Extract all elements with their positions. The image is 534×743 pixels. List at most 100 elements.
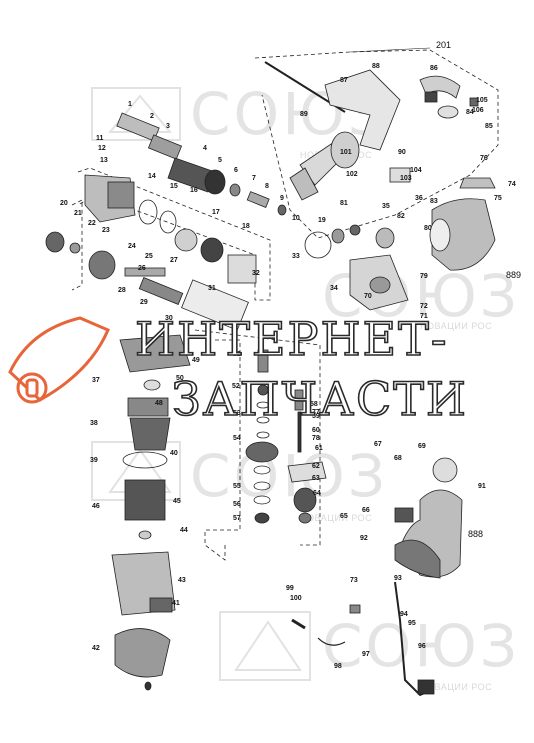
part-label: 65 xyxy=(340,513,348,520)
part-label: 88 xyxy=(372,63,380,70)
part-label: 10 xyxy=(292,215,300,222)
part-label: 39 xyxy=(90,457,98,464)
part-label: 48 xyxy=(155,400,163,407)
part-label: 19 xyxy=(318,217,326,224)
part-label: 50 xyxy=(176,375,184,382)
callout-201: 201 xyxy=(436,40,451,50)
part-label: 59 xyxy=(312,413,320,420)
part-label: 1 xyxy=(128,101,132,108)
part-label: 26 xyxy=(138,265,146,272)
part-label: 27 xyxy=(170,257,178,264)
part-label: 99 xyxy=(286,585,294,592)
part-label: 102 xyxy=(346,171,358,178)
part-label: 56 xyxy=(233,501,241,508)
part-label: 91 xyxy=(478,483,486,490)
part-label: 21 xyxy=(74,210,82,217)
part-label: 9 xyxy=(280,195,284,202)
rear-handle-888 xyxy=(291,457,463,697)
part-label: 45 xyxy=(173,498,181,505)
part-label: 79 xyxy=(420,273,428,280)
part-label: 17 xyxy=(212,209,220,216)
part-label: 81 xyxy=(340,200,348,207)
callout-889: 889 xyxy=(506,270,521,280)
part-label: 14 xyxy=(148,173,156,180)
clutch-parts xyxy=(245,349,327,524)
callout-888: 888 xyxy=(468,529,483,539)
part-label: 57 xyxy=(233,515,241,522)
part-label: 53 xyxy=(233,410,241,417)
part-label: 83 xyxy=(430,198,438,205)
part-label: 60 xyxy=(312,427,320,434)
part-label: 92 xyxy=(360,535,368,542)
part-label: 12 xyxy=(98,145,106,152)
part-label: 42 xyxy=(92,645,100,652)
clutch-column-outline xyxy=(194,329,321,546)
part-label: 29 xyxy=(140,299,148,306)
motor-assembly xyxy=(111,334,191,691)
part-label: 70 xyxy=(364,293,372,300)
armature-column-outline xyxy=(204,339,241,561)
part-label: 13 xyxy=(100,157,108,164)
part-label: 52 xyxy=(232,383,240,390)
part-label: 87 xyxy=(340,77,348,84)
part-label: 40 xyxy=(170,450,178,457)
part-label: 105 xyxy=(476,97,488,104)
part-label: 69 xyxy=(418,443,426,450)
part-label: 6 xyxy=(234,167,238,174)
part-label: 2 xyxy=(150,113,154,120)
part-label: 66 xyxy=(362,507,370,514)
part-label: 80 xyxy=(424,225,432,232)
part-label: 41 xyxy=(172,600,180,607)
part-label: 23 xyxy=(102,227,110,234)
part-label: 33 xyxy=(292,253,300,260)
part-label: 67 xyxy=(374,441,382,448)
part-label: 20 xyxy=(60,200,68,207)
part-label: 46 xyxy=(92,503,100,510)
part-label: 61 xyxy=(315,445,323,452)
part-label: 94 xyxy=(400,611,408,618)
part-label: 89 xyxy=(300,111,308,118)
part-label: 101 xyxy=(340,149,352,156)
part-label: 98 xyxy=(334,663,342,670)
part-label: 16 xyxy=(190,187,198,194)
part-label: 100 xyxy=(290,595,302,602)
part-label: 11 xyxy=(96,135,104,142)
part-label: 85 xyxy=(485,123,493,130)
part-label: 75 xyxy=(494,195,502,202)
subassembly-201-outline xyxy=(254,49,499,239)
part-label: 44 xyxy=(180,527,188,534)
spindle-parts xyxy=(45,112,395,331)
part-label: 18 xyxy=(242,223,250,230)
part-label: 28 xyxy=(118,287,126,294)
leader-201 xyxy=(349,47,431,53)
part-label: 31 xyxy=(208,285,216,292)
part-label: 7 xyxy=(252,175,256,182)
part-label: 37 xyxy=(92,377,100,384)
part-label: 82 xyxy=(397,213,405,220)
part-label: 32 xyxy=(252,270,260,277)
part-label: 71 xyxy=(420,313,428,320)
part-label: 103 xyxy=(400,175,412,182)
part-label: 22 xyxy=(88,220,96,227)
part-label: 64 xyxy=(313,490,321,497)
part-label: 36 xyxy=(415,195,423,202)
part-label: 93 xyxy=(394,575,402,582)
part-label: 95 xyxy=(408,620,416,627)
part-label-layer: 1234567891011121314151617181920212223242… xyxy=(60,63,516,670)
part-label: 68 xyxy=(394,455,402,462)
part-label: 54 xyxy=(233,435,241,442)
part-label: 72 xyxy=(420,303,428,310)
part-label: 51 xyxy=(233,351,241,358)
part-label: 30 xyxy=(165,315,173,322)
side-handle-assembly xyxy=(289,69,479,201)
part-label: 34 xyxy=(330,285,338,292)
part-label: 24 xyxy=(128,243,136,250)
part-label: 25 xyxy=(145,253,153,260)
part-label: 73 xyxy=(350,577,358,584)
part-label: 55 xyxy=(233,483,241,490)
part-label: 106 xyxy=(472,107,484,114)
part-label: 74 xyxy=(508,181,516,188)
part-label: 62 xyxy=(312,463,320,470)
part-label: 90 xyxy=(398,149,406,156)
